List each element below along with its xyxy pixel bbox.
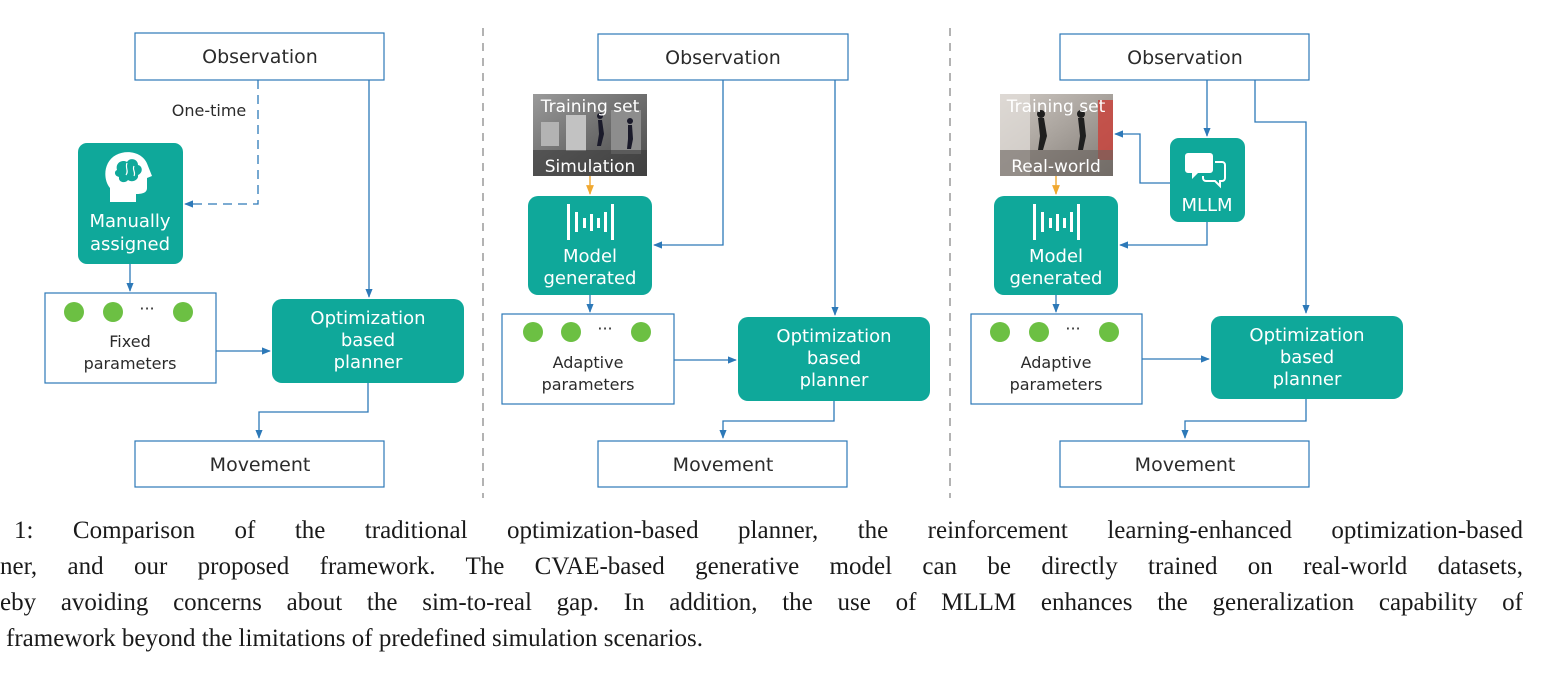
one-time-dashed-arrow [184,80,259,208]
panel-traditional: Observation One-time Manually assigned ·… [44,32,464,488]
head-brain-icon [105,152,152,202]
training-set-label: Training set [1006,97,1106,117]
parameters-label: parameters [84,354,177,373]
arrow-observation-to-planner [1254,80,1310,314]
planner-line-1: Optimization [1249,325,1364,346]
optimization-planner-box [272,299,464,383]
movement-label: Movement [1135,454,1236,476]
parameter-dot-2 [103,302,123,322]
observation-box [1059,33,1310,81]
planner-line-1: Optimization [776,326,891,347]
parameter-dot-2 [561,322,581,342]
caption-line-4: framework beyond the limitations of pred… [6,625,704,652]
model-label: Model [563,246,617,267]
waveform-icon [1033,204,1080,240]
arrow-mllm-to-model [1119,222,1208,249]
generated-label: generated [1010,268,1103,289]
observation-label: Observation [202,46,318,68]
parameter-ellipsis: ··· [597,319,612,338]
adaptive-label: Adaptive [553,353,624,372]
simulation-label: Simulation [545,157,636,177]
parameter-dot-2 [1029,322,1049,342]
manually-assigned-box [78,143,183,264]
arrow-observation-to-model [653,80,724,249]
arrow-planner-to-movement [1181,399,1307,439]
model-generated-box [528,196,652,295]
chat-bubbles-icon [1185,153,1226,189]
real-world-image [1000,94,1113,176]
movement-box [597,440,848,488]
mllm-label: MLLM [1181,195,1232,216]
generated-label: generated [544,268,637,289]
observation-label: Observation [665,47,781,69]
movement-label: Movement [673,454,774,476]
caption-line-1: 1: Comparison of the traditional optimiz… [14,517,1523,544]
parameter-dot-1 [990,322,1010,342]
arrow-planner-to-movement [255,383,369,439]
caption-line-3: eby avoiding concerns about the sim-to-r… [0,589,1523,616]
panel-ours: Observation Training set Real-world Mode… [970,33,1403,488]
planner-line-2: based [807,348,861,369]
movement-label: Movement [210,454,311,476]
movement-box [134,440,385,488]
parameters-label: parameters [542,375,635,394]
figure-caption: 1: Comparison of the traditional optimiz… [0,513,1547,657]
assigned-label: assigned [90,234,170,255]
waveform-icon [567,204,614,240]
planner-line-3: planner [334,352,403,373]
planner-line-3: planner [1273,369,1342,390]
parameter-dot-3 [1099,322,1119,342]
model-label: Model [1029,246,1083,267]
adaptive-label: Adaptive [1021,353,1092,372]
one-time-label: One-time [172,101,247,120]
arrow-planner-to-movement [719,401,835,439]
planner-line-3: planner [800,370,869,391]
arrow-mllm-to-training-set [1114,130,1170,184]
parameter-dot-3 [173,302,193,322]
parameter-dot-1 [64,302,84,322]
training-set-label: Training set [540,97,640,117]
optimization-planner-box [1211,316,1403,399]
planner-line-1: Optimization [310,308,425,329]
planner-line-2: based [341,330,395,351]
simulation-image [533,94,647,176]
real-world-label: Real-world [1011,157,1101,177]
parameters-label: parameters [1010,375,1103,394]
movement-box [1059,440,1310,488]
parameter-dot-3 [631,322,651,342]
observation-label: Observation [1127,47,1243,69]
caption-line-2: ner, and our proposed framework. The CVA… [0,553,1523,580]
framework-comparison-diagram: Observation One-time Manually assigned ·… [44,28,1403,498]
parameter-ellipsis: ··· [139,299,154,318]
manually-label: Manually [89,211,170,232]
panel-rl-enhanced: Observation Training set Simulation Mode… [501,33,930,488]
optimization-planner-box [738,317,930,401]
observation-box [134,32,385,81]
parameter-dot-1 [523,322,543,342]
planner-line-2: based [1280,347,1334,368]
fixed-label: Fixed [109,332,150,351]
parameter-ellipsis: ··· [1065,319,1080,338]
model-generated-box [994,196,1118,295]
